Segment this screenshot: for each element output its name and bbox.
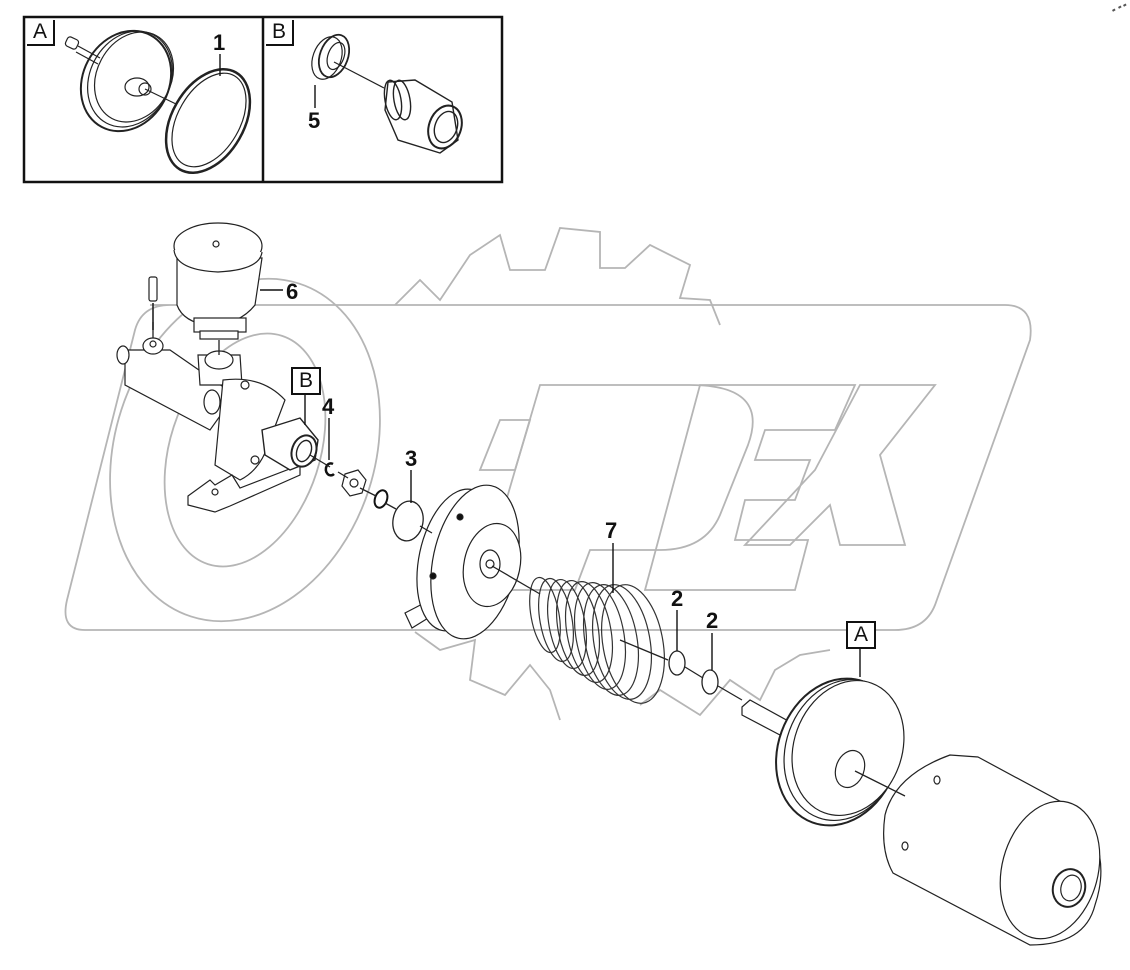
snap-ring (324, 462, 335, 477)
inset-a-seal-ring (164, 68, 252, 174)
washer (668, 650, 719, 695)
master-cylinder-body (116, 337, 286, 481)
callout-7: 7 (605, 518, 618, 543)
inset-b-label: B (266, 20, 294, 46)
inset-b-fitting (383, 79, 463, 154)
callout-2b: 2 (706, 608, 719, 633)
inset-b-seal (311, 33, 385, 89)
corner-mark (1112, 3, 1127, 12)
seal-disc (392, 500, 424, 542)
inset-a-label: A (27, 20, 55, 46)
callout-5: 5 (308, 108, 321, 133)
o-ring (373, 489, 389, 509)
watermark-logo (64, 227, 1032, 721)
grease-nipple (148, 276, 158, 330)
cylinder-housing (883, 754, 1102, 946)
assembly-axis-lines (152, 322, 906, 797)
nut (341, 469, 367, 497)
callout-4: 4 (322, 394, 335, 419)
spring (529, 576, 665, 704)
callout-6: 6 (286, 279, 299, 304)
piston (741, 677, 905, 827)
inset-frame (22, 15, 504, 184)
front-housing-flange (404, 484, 522, 640)
leader-lines (219, 54, 316, 108)
callout-2a: 2 (671, 586, 684, 611)
callout-1: 1 (213, 30, 226, 55)
callout-leaders (260, 289, 861, 677)
ref-box-a: A (846, 621, 876, 649)
callout-3: 3 (405, 446, 418, 471)
ref-box-b: B (291, 367, 321, 395)
reservoir-cup (173, 222, 263, 340)
fitting (261, 417, 319, 471)
inset-a-piston (64, 29, 177, 133)
